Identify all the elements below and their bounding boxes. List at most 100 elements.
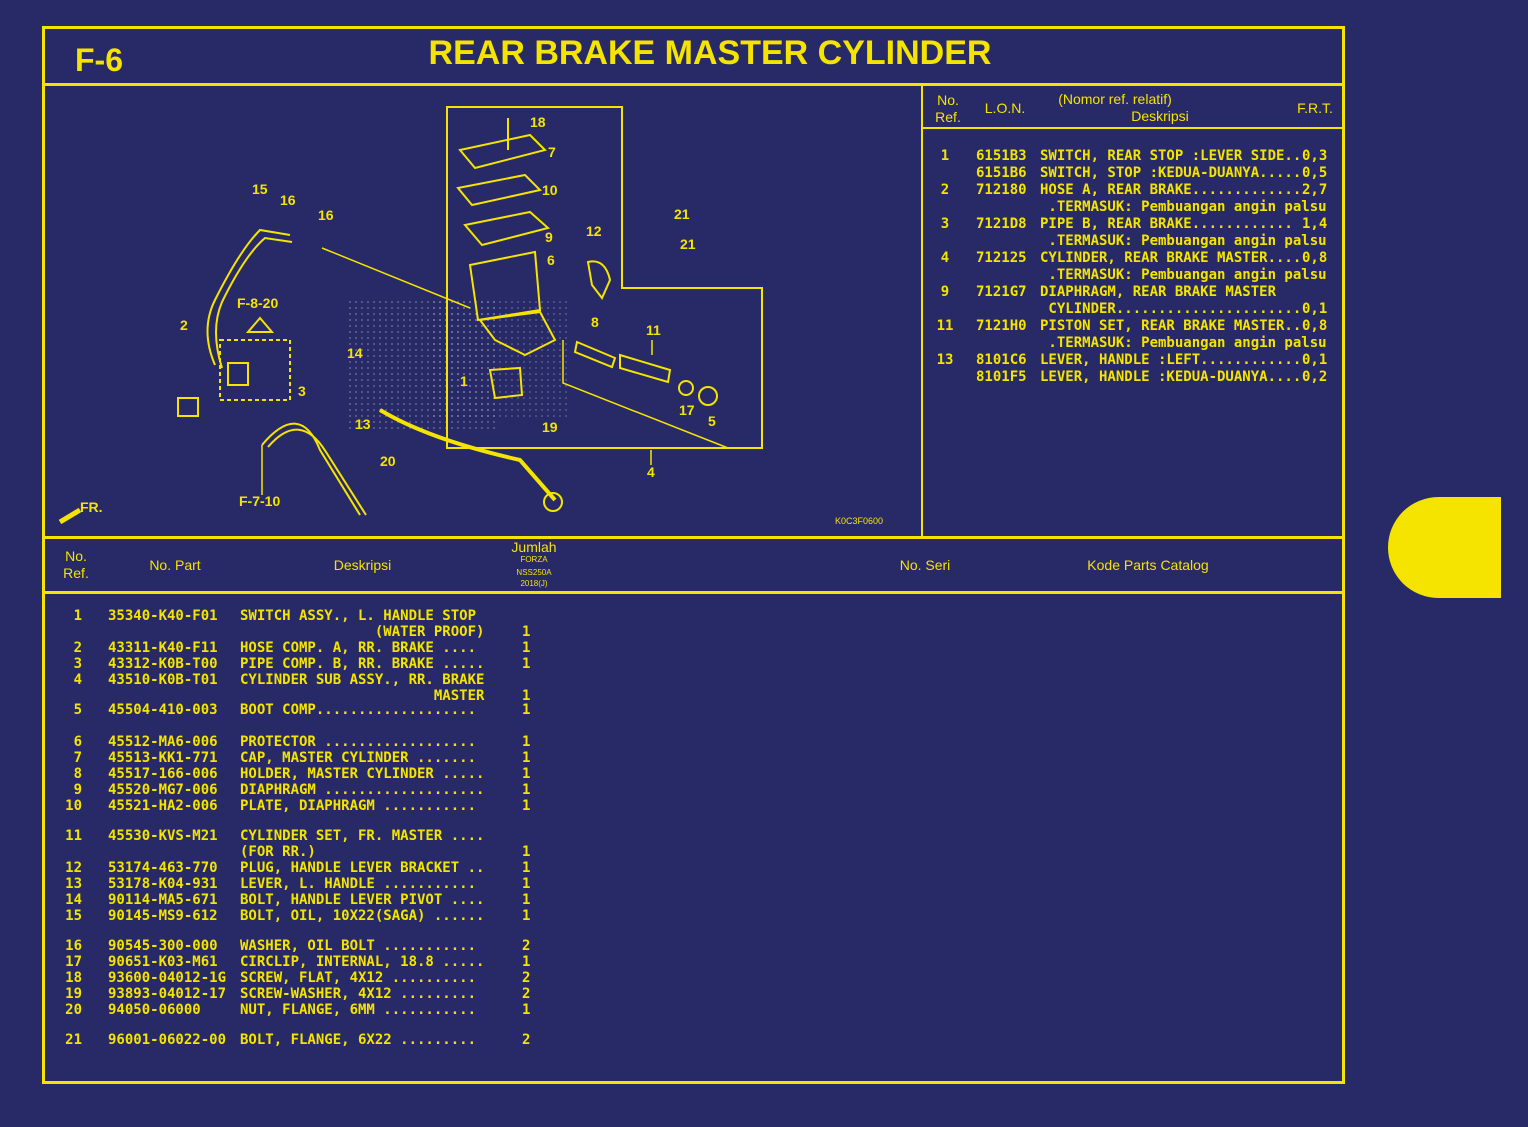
part-ref: 3	[73, 656, 82, 672]
part-quantity: 1	[522, 766, 531, 782]
ref-line-text: CYLINDER, REAR BRAKE MASTER....	[1040, 250, 1302, 266]
ref-line-lon: 8101F5	[976, 369, 1027, 385]
ref-line-text: .TERMASUK: Pembuangan angin palsu	[1040, 199, 1327, 215]
part-description: CAP, MASTER CYLINDER .......	[240, 750, 477, 766]
part-ref: 10	[65, 798, 82, 814]
part-description: BOLT, HANDLE LEVER PIVOT ....	[240, 892, 485, 908]
part-number: 45520-MG7-006	[108, 782, 218, 798]
part-ref: 4	[73, 672, 82, 688]
callout-label: 21	[680, 236, 696, 252]
callout-label: 17	[679, 402, 695, 418]
page-title: REAR BRAKE MASTER CYLINDER	[428, 34, 992, 72]
ref-line-ref: 4	[940, 250, 950, 266]
ref-line-lon: 712125	[976, 250, 1027, 266]
callout-label: 15	[252, 181, 268, 197]
ref-line-frt: 1,4	[1302, 216, 1328, 232]
part-quantity: 1	[522, 734, 531, 750]
part-ref: 20	[65, 1002, 82, 1018]
part-ref: 5	[73, 702, 82, 718]
part-quantity: 1	[522, 892, 531, 908]
part-number: 93893-04012-17	[108, 986, 227, 1002]
part-ref: 2	[73, 640, 82, 656]
callout-label: 4	[647, 464, 655, 480]
parts-table: 1 35340-K40-F01 SWITCH ASSY., L. HANDLE ST…	[42, 608, 1342, 1048]
part-quantity: 1	[522, 844, 531, 860]
part-number: 35340-K40-F01	[108, 608, 218, 624]
parts-header-desc: Deskripsi	[333, 557, 392, 573]
part-quantity: 1	[522, 908, 531, 924]
part-description: PROTECTOR ..................	[240, 734, 477, 750]
part-quantity: 1	[522, 798, 531, 814]
part-number: 90545-300-000	[108, 938, 218, 954]
ref-line-text: CYLINDER......................	[1040, 301, 1302, 317]
ref-line-text: HOSE A, REAR BRAKE.............	[1040, 182, 1302, 198]
callout-label: 7	[548, 144, 556, 160]
part-description: PLATE, DIAPHRAGM ...........	[240, 798, 477, 814]
part-quantity: 2	[522, 970, 531, 986]
part-number: 53174-463-770	[108, 860, 218, 876]
part-quantity: 1	[522, 782, 531, 798]
ref-line-text: PIPE B, REAR BRAKE............	[1040, 216, 1293, 232]
part-number: 45521-HA2-006	[108, 798, 218, 814]
catalog-frame	[42, 26, 1345, 1084]
ref-line-text: .TERMASUK: Pembuangan angin palsu	[1040, 335, 1327, 351]
diagram-divider	[921, 84, 923, 537]
ref-line-text: LEVER, HANDLE :KEDUA-DUANYA....	[1040, 369, 1302, 385]
part-ref: 16	[65, 938, 82, 954]
ref-line-lon: 7121G7	[976, 284, 1027, 300]
part-description: LEVER, L. HANDLE ...........	[240, 876, 477, 892]
part-ref: 11	[65, 828, 82, 844]
ref-line-text: DIAPHRAGM, REAR BRAKE MASTER	[1040, 284, 1277, 300]
part-description: BOLT, FLANGE, 6X22 .........	[240, 1032, 477, 1048]
ref-line-frt: 0,5	[1302, 165, 1328, 181]
part-number: 90651-K03-M61	[108, 954, 218, 970]
table-row: (WATER PROOF)1	[42, 624, 1342, 640]
parts-header-jumlah: Jumlah	[511, 539, 557, 555]
ref-line-frt: 0,8	[1302, 318, 1328, 334]
part-ref: 6	[73, 734, 82, 750]
callout-label: 8	[591, 314, 599, 330]
part-description: HOSE COMP. A, RR. BRAKE ....	[240, 640, 477, 656]
part-description: NUT, FLANGE, 6MM ...........	[240, 1002, 477, 1018]
part-number: 45517-166-006	[108, 766, 218, 782]
ref-line-text: PISTON SET, REAR BRAKE MASTER..	[1040, 318, 1302, 334]
callout-label: F-7-10	[239, 493, 280, 509]
callout-label: 12	[586, 223, 602, 239]
parts-header-top	[44, 536, 1345, 539]
callout-label: 9	[545, 229, 553, 245]
table-row: (FOR RR.) 1	[42, 844, 1342, 860]
page-tab[interactable]	[1388, 497, 1501, 598]
callout-label: 16	[318, 207, 334, 223]
part-number: 90145-MS9-612	[108, 908, 218, 924]
callout-label: 20	[380, 453, 396, 469]
ref-line-ref: 13	[936, 352, 954, 368]
part-description: PIPE COMP. B, RR. BRAKE .....	[240, 656, 485, 672]
part-number: 43510-K0B-T01	[108, 672, 218, 688]
part-description: SCREW-WASHER, 4X12 .........	[240, 986, 477, 1002]
part-number: 45530-KVS-M21	[108, 828, 218, 844]
callout-label: 2	[180, 317, 188, 333]
ref-line-lon: 6151B6	[976, 165, 1027, 181]
part-ref: 12	[65, 860, 82, 876]
part-ref: 18	[65, 970, 82, 986]
parts-header-no: No. Ref.	[63, 548, 89, 581]
ref-line-ref: 9	[940, 284, 950, 300]
ref-line-lon: 712180	[976, 182, 1027, 198]
parts-header-model-3: 2018(J)	[520, 579, 548, 588]
callout-label: 3	[298, 383, 306, 399]
ref-header-no: No. Ref.	[935, 92, 961, 125]
part-description: SWITCH ASSY., L. HANDLE STOP	[240, 608, 477, 624]
part-description: (FOR RR.)	[240, 844, 316, 860]
